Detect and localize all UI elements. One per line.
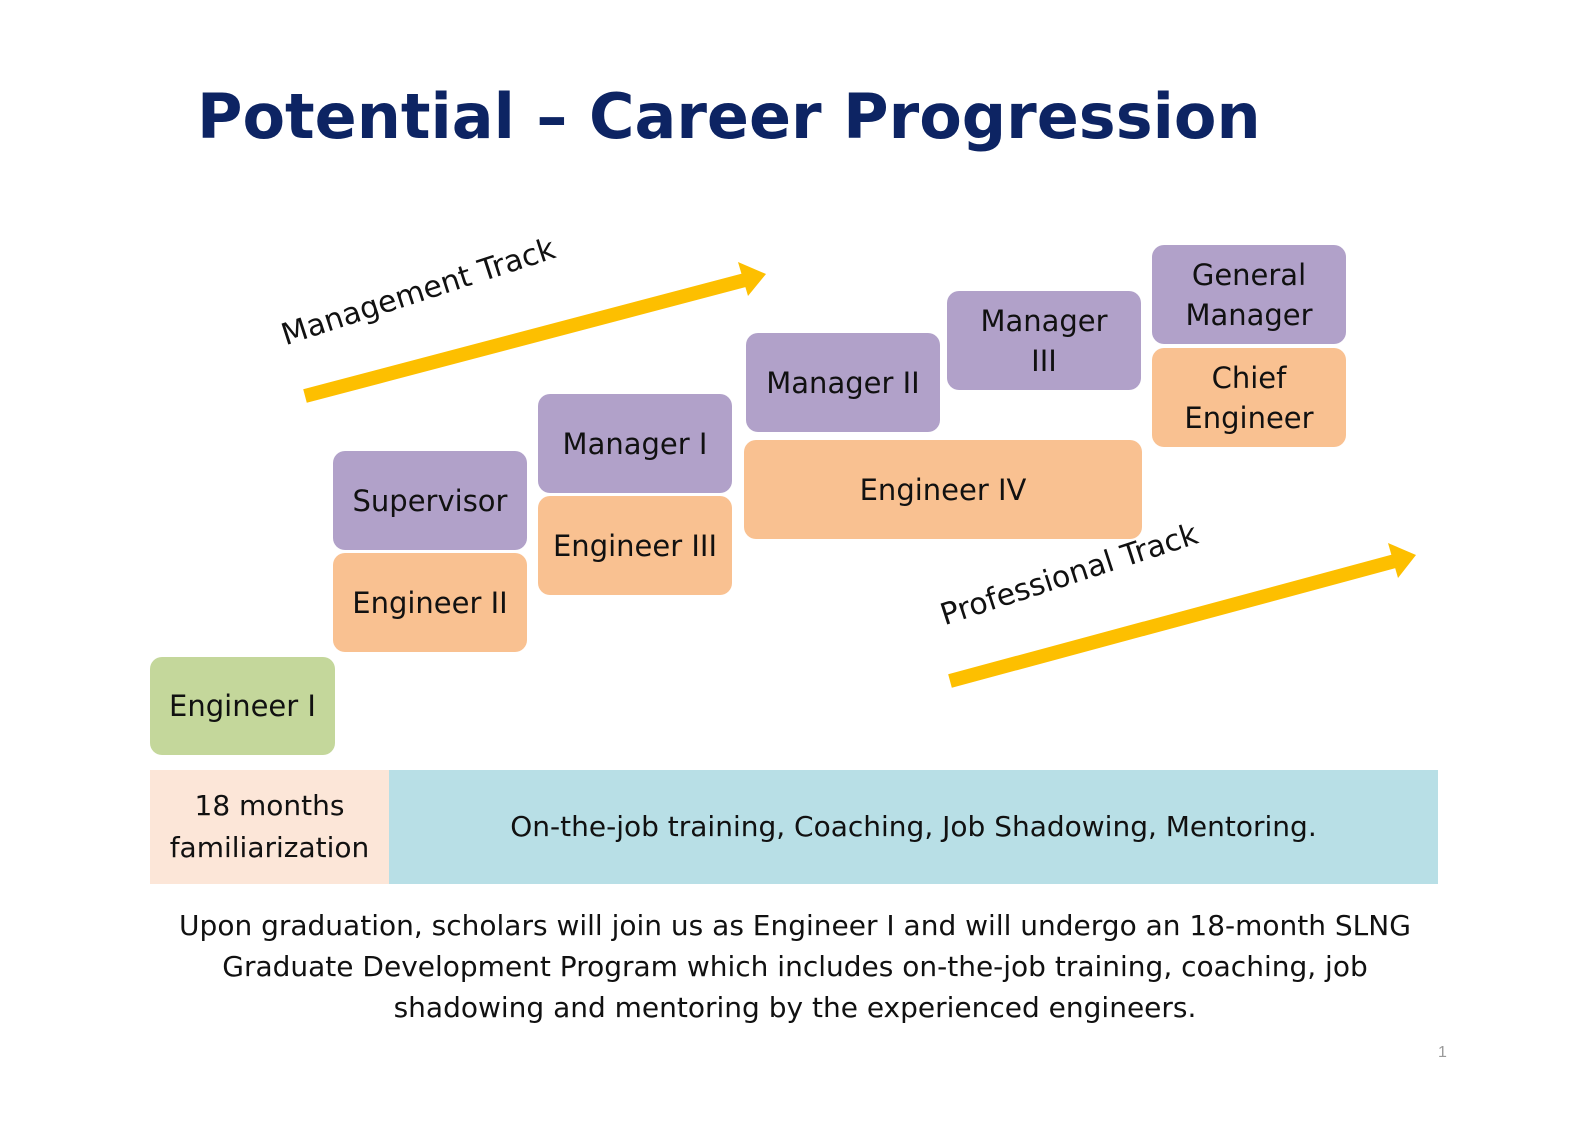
role-label: Engineer II	[352, 585, 508, 620]
role-manager-ii: Manager II	[746, 333, 940, 432]
role-chief-engineer: Chief Engineer	[1152, 348, 1346, 447]
familiarization-line2: familiarization	[169, 831, 370, 864]
role-engineer-iii: Engineer III	[538, 496, 732, 595]
role-manager-iii: Manager III	[947, 291, 1141, 390]
page-number: 1	[1438, 1044, 1447, 1061]
role-label: Engineer I	[169, 689, 316, 723]
role-label: Manager II	[766, 365, 920, 400]
familiarization-band: 18 months familiarization	[150, 770, 389, 884]
role-label-line1: Chief	[1211, 360, 1287, 395]
management-track-arrow	[303, 262, 766, 403]
role-label: Engineer III	[552, 528, 718, 563]
professional-track-arrow	[948, 543, 1416, 688]
familiarization-line1: 18 months	[194, 789, 345, 822]
program-description: Upon graduation, scholars will join us a…	[179, 909, 1411, 1024]
role-label: Manager I	[562, 426, 708, 461]
role-engineer-ii: Engineer II	[333, 553, 527, 652]
role-label-line2: Engineer	[1184, 400, 1314, 435]
role-manager-i: Manager I	[538, 394, 732, 493]
role-general-manager: General Manager	[1152, 245, 1346, 344]
role-label: Engineer IV	[859, 472, 1027, 507]
role-label-line2: III	[1031, 343, 1057, 378]
role-engineer-iv: Engineer IV	[744, 440, 1142, 539]
role-engineer-i: Engineer I	[150, 657, 335, 755]
role-label: Supervisor	[352, 483, 508, 518]
role-supervisor: Supervisor	[333, 451, 527, 550]
training-band: On-the-job training, Coaching, Job Shado…	[389, 770, 1438, 884]
page-title: Potential – Career Progression	[197, 80, 1261, 153]
training-text: On-the-job training, Coaching, Job Shado…	[510, 810, 1317, 843]
role-label-line2: Manager	[1185, 297, 1313, 332]
role-label-line1: General	[1191, 257, 1307, 292]
role-label-line1: Manager	[980, 303, 1108, 338]
